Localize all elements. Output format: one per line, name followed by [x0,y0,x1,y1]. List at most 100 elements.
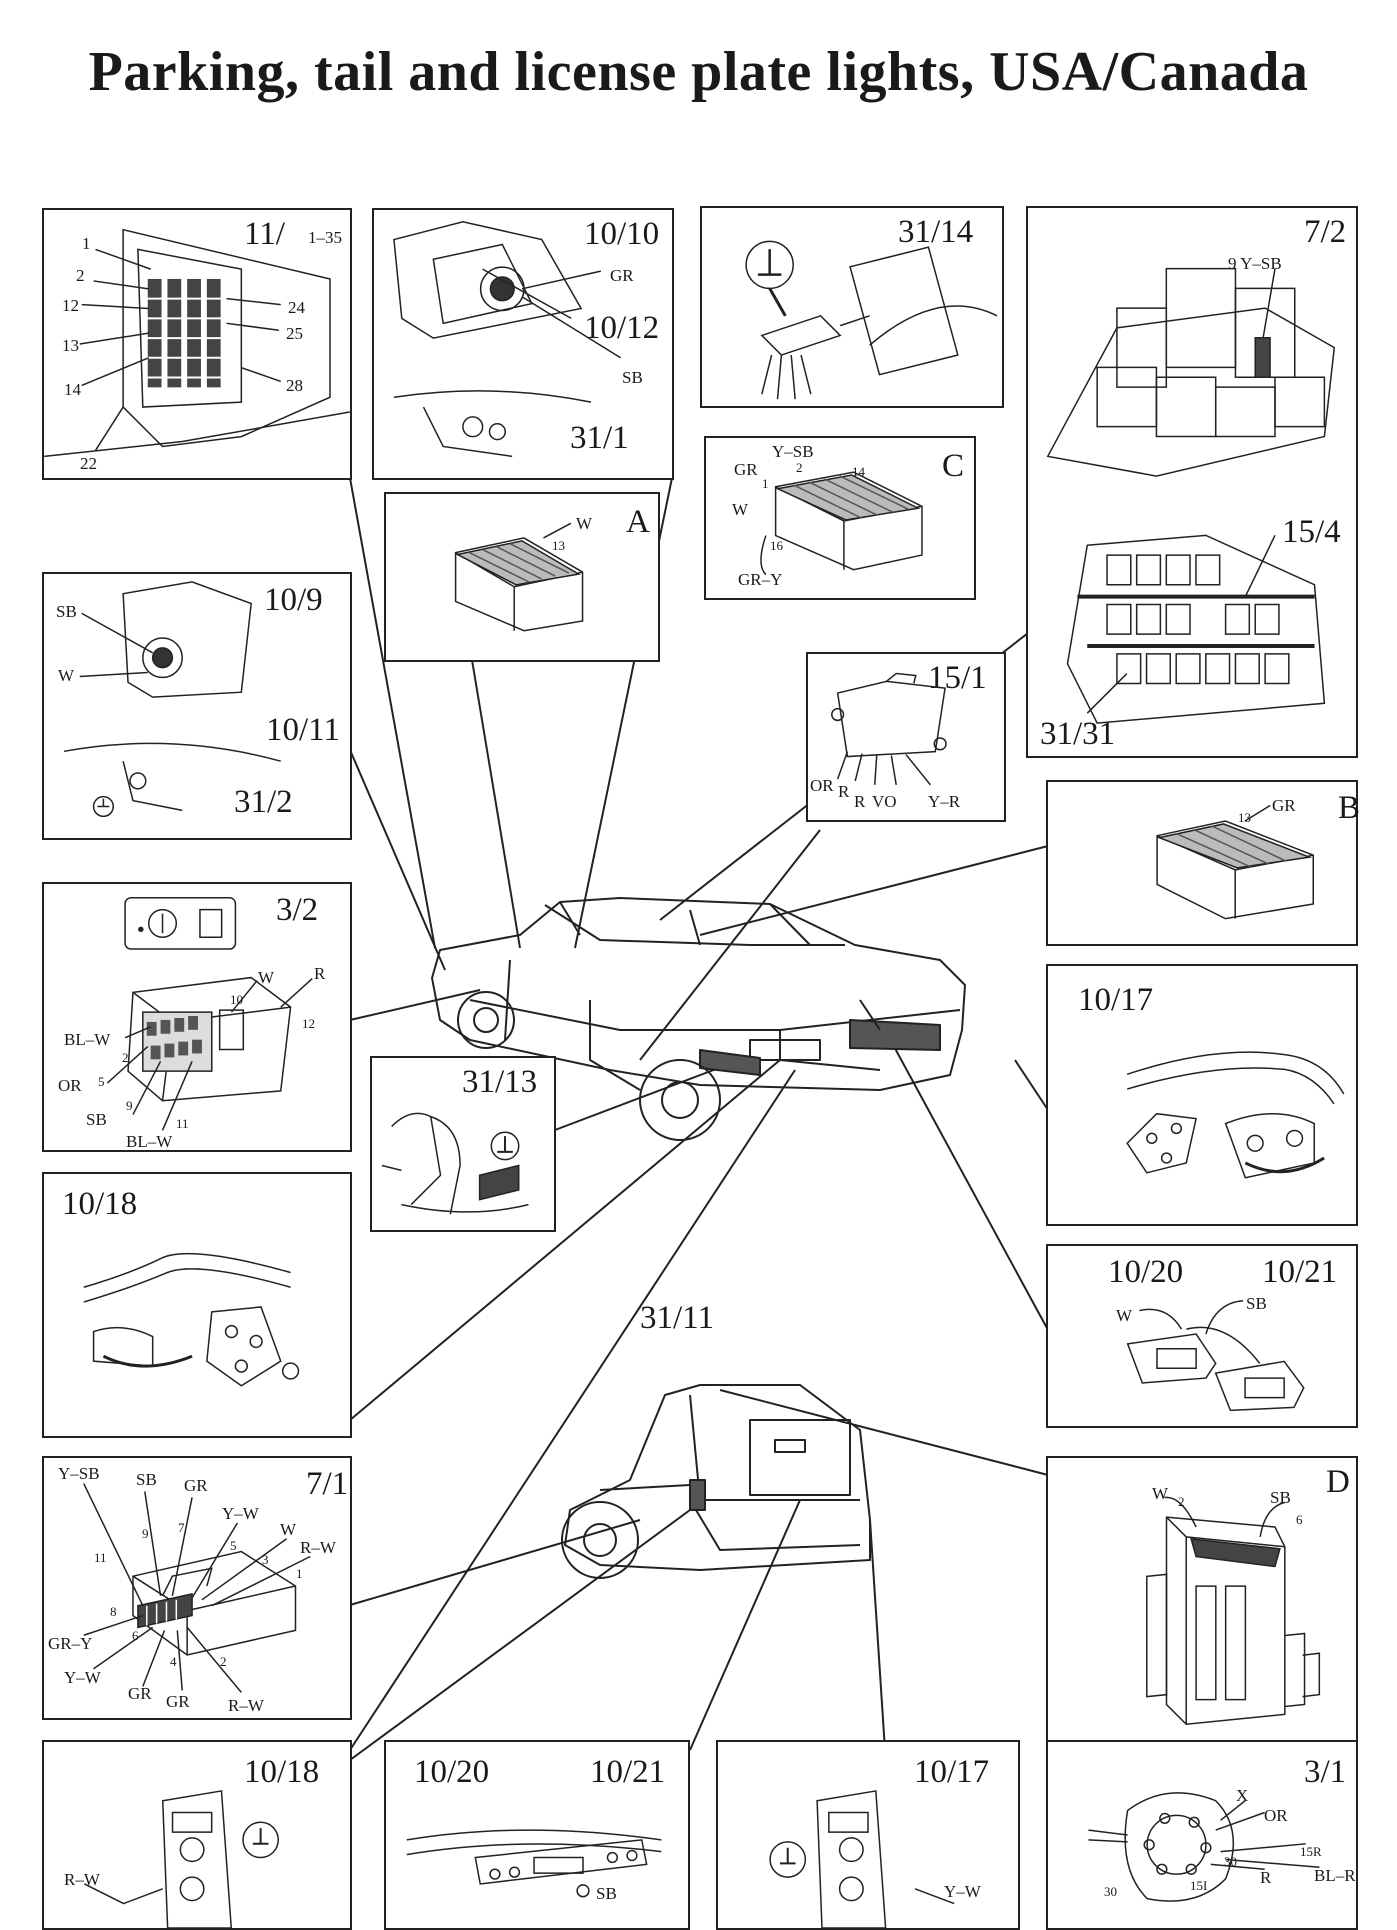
wire-label: R–W [64,1870,100,1889]
pin-label: 13 [62,336,79,355]
connector-a-drawing [386,494,658,660]
pin-label: 6 [1296,1512,1303,1527]
wire-label: SB [56,602,77,621]
panel-label: 7/1 [306,1466,349,1502]
pin-label: 11 [176,1116,189,1131]
wire-label: Y–R [928,792,961,811]
ignition-switch-drawing [1048,1742,1356,1928]
panel-light-switch: 3/2 W R 10 12 BL–W 2 OR 5 SB 9 11 BL–W [42,882,352,1152]
wire-label: BL–R [1314,1866,1356,1885]
pin-label: 9 [126,1098,133,1113]
pin-label: 2 [796,460,803,475]
wire-label: Y–W [64,1668,101,1687]
panel-label-secondary: 10/11 [266,712,340,748]
wire-label: Y–SB [772,442,814,461]
pin-label: 8 [110,1604,117,1619]
panel-label: 3/1 [1304,1754,1347,1790]
panel-label: 10/20 [1108,1254,1184,1290]
wagon-outline [564,1384,871,1571]
panel-label: 10/9 [264,582,323,618]
pin-label: 12 [62,296,79,315]
wire-label: BL–W [126,1132,173,1151]
panel-label-secondary: 10/21 [1262,1254,1338,1290]
panel-connector-a: A W 13 [384,492,660,662]
pin-label: 11 [94,1550,107,1565]
wire-label: OR [1264,1806,1288,1825]
ground-label-31-11: 31/11 [640,1300,714,1336]
panel-label: 10/17 [914,1754,990,1790]
pin-label: 13 [1238,810,1251,825]
pin-label: 2 [220,1654,227,1669]
pin-label: 10 [230,992,243,1007]
wire-label: GR–Y [738,570,783,589]
tail-light-drawing [718,1742,1018,1928]
relay-box-drawing [1028,208,1356,756]
panel-label-secondary: 10/21 [590,1754,666,1790]
panel-label: 10/20 [414,1754,490,1790]
wire-label: GR [610,266,634,285]
wire-label: SB [86,1110,107,1129]
wire-label: BL–W [64,1030,111,1049]
pin-label: 2 [76,266,85,285]
wire-label: W [1152,1484,1169,1503]
tail-light-drawing [44,1174,350,1436]
tail-light-drawing [44,1742,350,1928]
panel-label: B [1338,790,1361,826]
terminal-label: 15R [1300,1844,1322,1859]
front-wheel [457,991,515,1049]
wire-label: SB [596,1884,617,1903]
panel-label: 31/14 [898,214,974,250]
ground-point-trunk-drawing [372,1058,554,1230]
wire-label: R [854,792,866,811]
panel-front-light-left: 10/9 SB W 10/11 31/2 [42,572,352,840]
panel-label: 10/10 [584,216,660,252]
terminal-label: 30 [1104,1884,1117,1899]
license-plate-lights-drawing [1048,1246,1356,1426]
tail-connector-drawing [44,1458,350,1718]
wire-label: OR [810,776,834,795]
pin-label: 14 [64,380,81,399]
pin-label: 22 [80,454,97,473]
panel-ground-point: 31/14 [700,206,1004,408]
wire-label: R [838,782,850,801]
pin-label: 13 [552,538,565,553]
pin-label: 6 [132,1628,139,1643]
pin-label: 5 [98,1074,105,1089]
pin-label: 28 [286,376,303,395]
wire-label: SB [1246,1294,1267,1313]
panel-connector-c: C Y–SB 2 14 GR 1 W 16 GR–Y [704,436,976,600]
pin-label: 12 [302,1016,315,1031]
wire-label: OR [58,1076,82,1095]
wire-label: W [732,500,749,519]
pin-label: 7 [178,1520,185,1535]
wire-label: GR [734,460,758,479]
panel-label: 10/18 [62,1186,138,1222]
panel-tail-light-right-bottom: 10/17 Y–W [716,1740,1020,1930]
terminal-label: 15I [1190,1878,1208,1893]
pin-label: 3 [262,1552,269,1567]
rear-wheel [639,1059,721,1141]
panel-label: C [942,448,965,484]
connector-c-drawing [706,438,974,598]
panel-connector-d: D W 2 SB 6 [1046,1456,1358,1742]
wire-label: GR [128,1684,152,1703]
pin-label: 2 [1178,1494,1185,1509]
panel-front-light-right: 10/10 GR 10/12 SB 31/1 [372,208,674,480]
connector-b-drawing [1048,782,1356,944]
wire-label: W [258,968,275,987]
panel-label-secondary: 10/12 [584,310,660,346]
pin-label: 25 [286,324,303,343]
pin-label: 4 [170,1654,177,1669]
license-lights-drawing [386,1742,688,1928]
wire-label: W [280,1520,297,1539]
panel-label: 15/1 [928,660,987,696]
wire-label: SB [136,1470,157,1489]
wire-label: R–W [300,1538,336,1557]
panel-ignition-switch: 3/1 X OR 15R 30 BL–R 30 R 15I [1046,1740,1358,1930]
tail-light-drawing [1048,966,1356,1224]
panel-label: 3/2 [276,892,319,928]
light-switch-drawing [44,884,350,1150]
page-title: Parking, tail and license plate lights, … [88,41,1309,103]
pin-label: 9 [142,1526,149,1541]
